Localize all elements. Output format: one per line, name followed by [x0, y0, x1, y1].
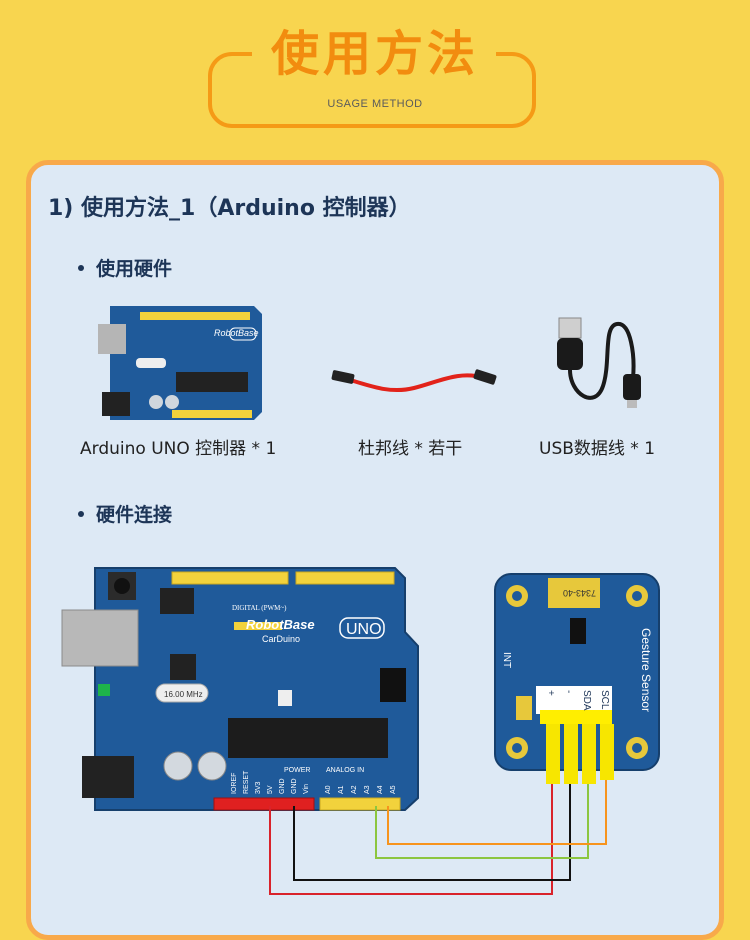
bullet-dot-icon [78, 264, 84, 271]
hardware-heading: 使用硬件 [78, 254, 172, 281]
gesture-sensor-board [494, 573, 660, 784]
board-model-frame [339, 617, 385, 639]
bullet-dot-icon [78, 510, 84, 517]
power-pin-label: GND [291, 778, 298, 794]
sensor-pin-label: SCL [599, 690, 610, 710]
analog-label: ANALOG IN [326, 767, 364, 774]
sensor-chip-label: 7343-40 [563, 588, 596, 598]
page-title: 使用方法 [270, 26, 479, 82]
connection-wires [269, 780, 607, 895]
power-pin-label: 5V [267, 785, 274, 794]
arduino-uno-image: RobotBase [98, 306, 262, 420]
board-brand-text: RobotBase [246, 617, 315, 632]
analog-pin-label: A5 [390, 785, 397, 794]
hardware-label-usb: USB数据线 * 1 [539, 439, 656, 459]
power-pin-labels: IOREF RESET 3V3 5V GND GND Vin [231, 770, 310, 794]
dupont-wire-image [331, 369, 497, 393]
gnd-wire [293, 784, 571, 881]
board-model-text: UNO [346, 621, 382, 638]
title-background [252, 20, 496, 80]
connection-diagram: RobotBase CarDuino UNO 16.00 MHz DIGITAL… [61, 567, 660, 895]
sda-wire [375, 784, 589, 859]
sensor-pin-labels: + - SDA SCL [545, 690, 610, 711]
section-title: 1) 使用方法_1（Arduino 控制器） [48, 196, 411, 221]
board-sub-text: CarDuino [262, 634, 300, 644]
power-pin-label: 3V3 [255, 781, 262, 794]
digital-label: DIGITAL (PWM~) [232, 604, 287, 612]
analog-pin-label: A1 [338, 785, 345, 794]
analog-pin-label: A2 [351, 785, 358, 794]
svg-text:RobotBase: RobotBase [214, 328, 259, 338]
power-label: POWER [284, 767, 310, 774]
connection-heading: 硬件连接 [78, 500, 172, 527]
connection-heading-text: 硬件连接 [96, 504, 173, 526]
analog-pin-labels: A0 A1 A2 A3 A4 A5 [325, 785, 397, 794]
analog-pin-label: A0 [325, 785, 332, 794]
usb-cable-image [557, 317, 641, 408]
hardware-label-wire: 杜邦线 * 若干 [358, 439, 463, 459]
power-pin-label: GND [279, 778, 286, 794]
arduino-board [61, 567, 419, 811]
sensor-int-label: INT [501, 652, 512, 668]
sensor-pin-label: + [545, 690, 556, 696]
power-pin-label: IOREF [231, 773, 238, 794]
sensor-name-label: Gesture Sensor [639, 628, 653, 712]
analog-pin-label: A3 [364, 785, 371, 794]
sensor-pin-label: SDA [581, 690, 592, 711]
crystal-label: 16.00 MHz [164, 690, 203, 699]
vcc-wire [269, 784, 553, 895]
scl-wire [387, 780, 607, 845]
power-pin-label: Vin [303, 784, 310, 794]
hardware-label-arduino: Arduino UNO 控制器 * 1 [80, 439, 277, 459]
power-pin-label: RESET [243, 770, 250, 794]
hardware-heading-text: 使用硬件 [96, 258, 173, 280]
analog-pin-label: A4 [377, 785, 384, 794]
sensor-pin-label: - [563, 690, 574, 693]
page-subtitle: USAGE METHOD [327, 98, 423, 110]
